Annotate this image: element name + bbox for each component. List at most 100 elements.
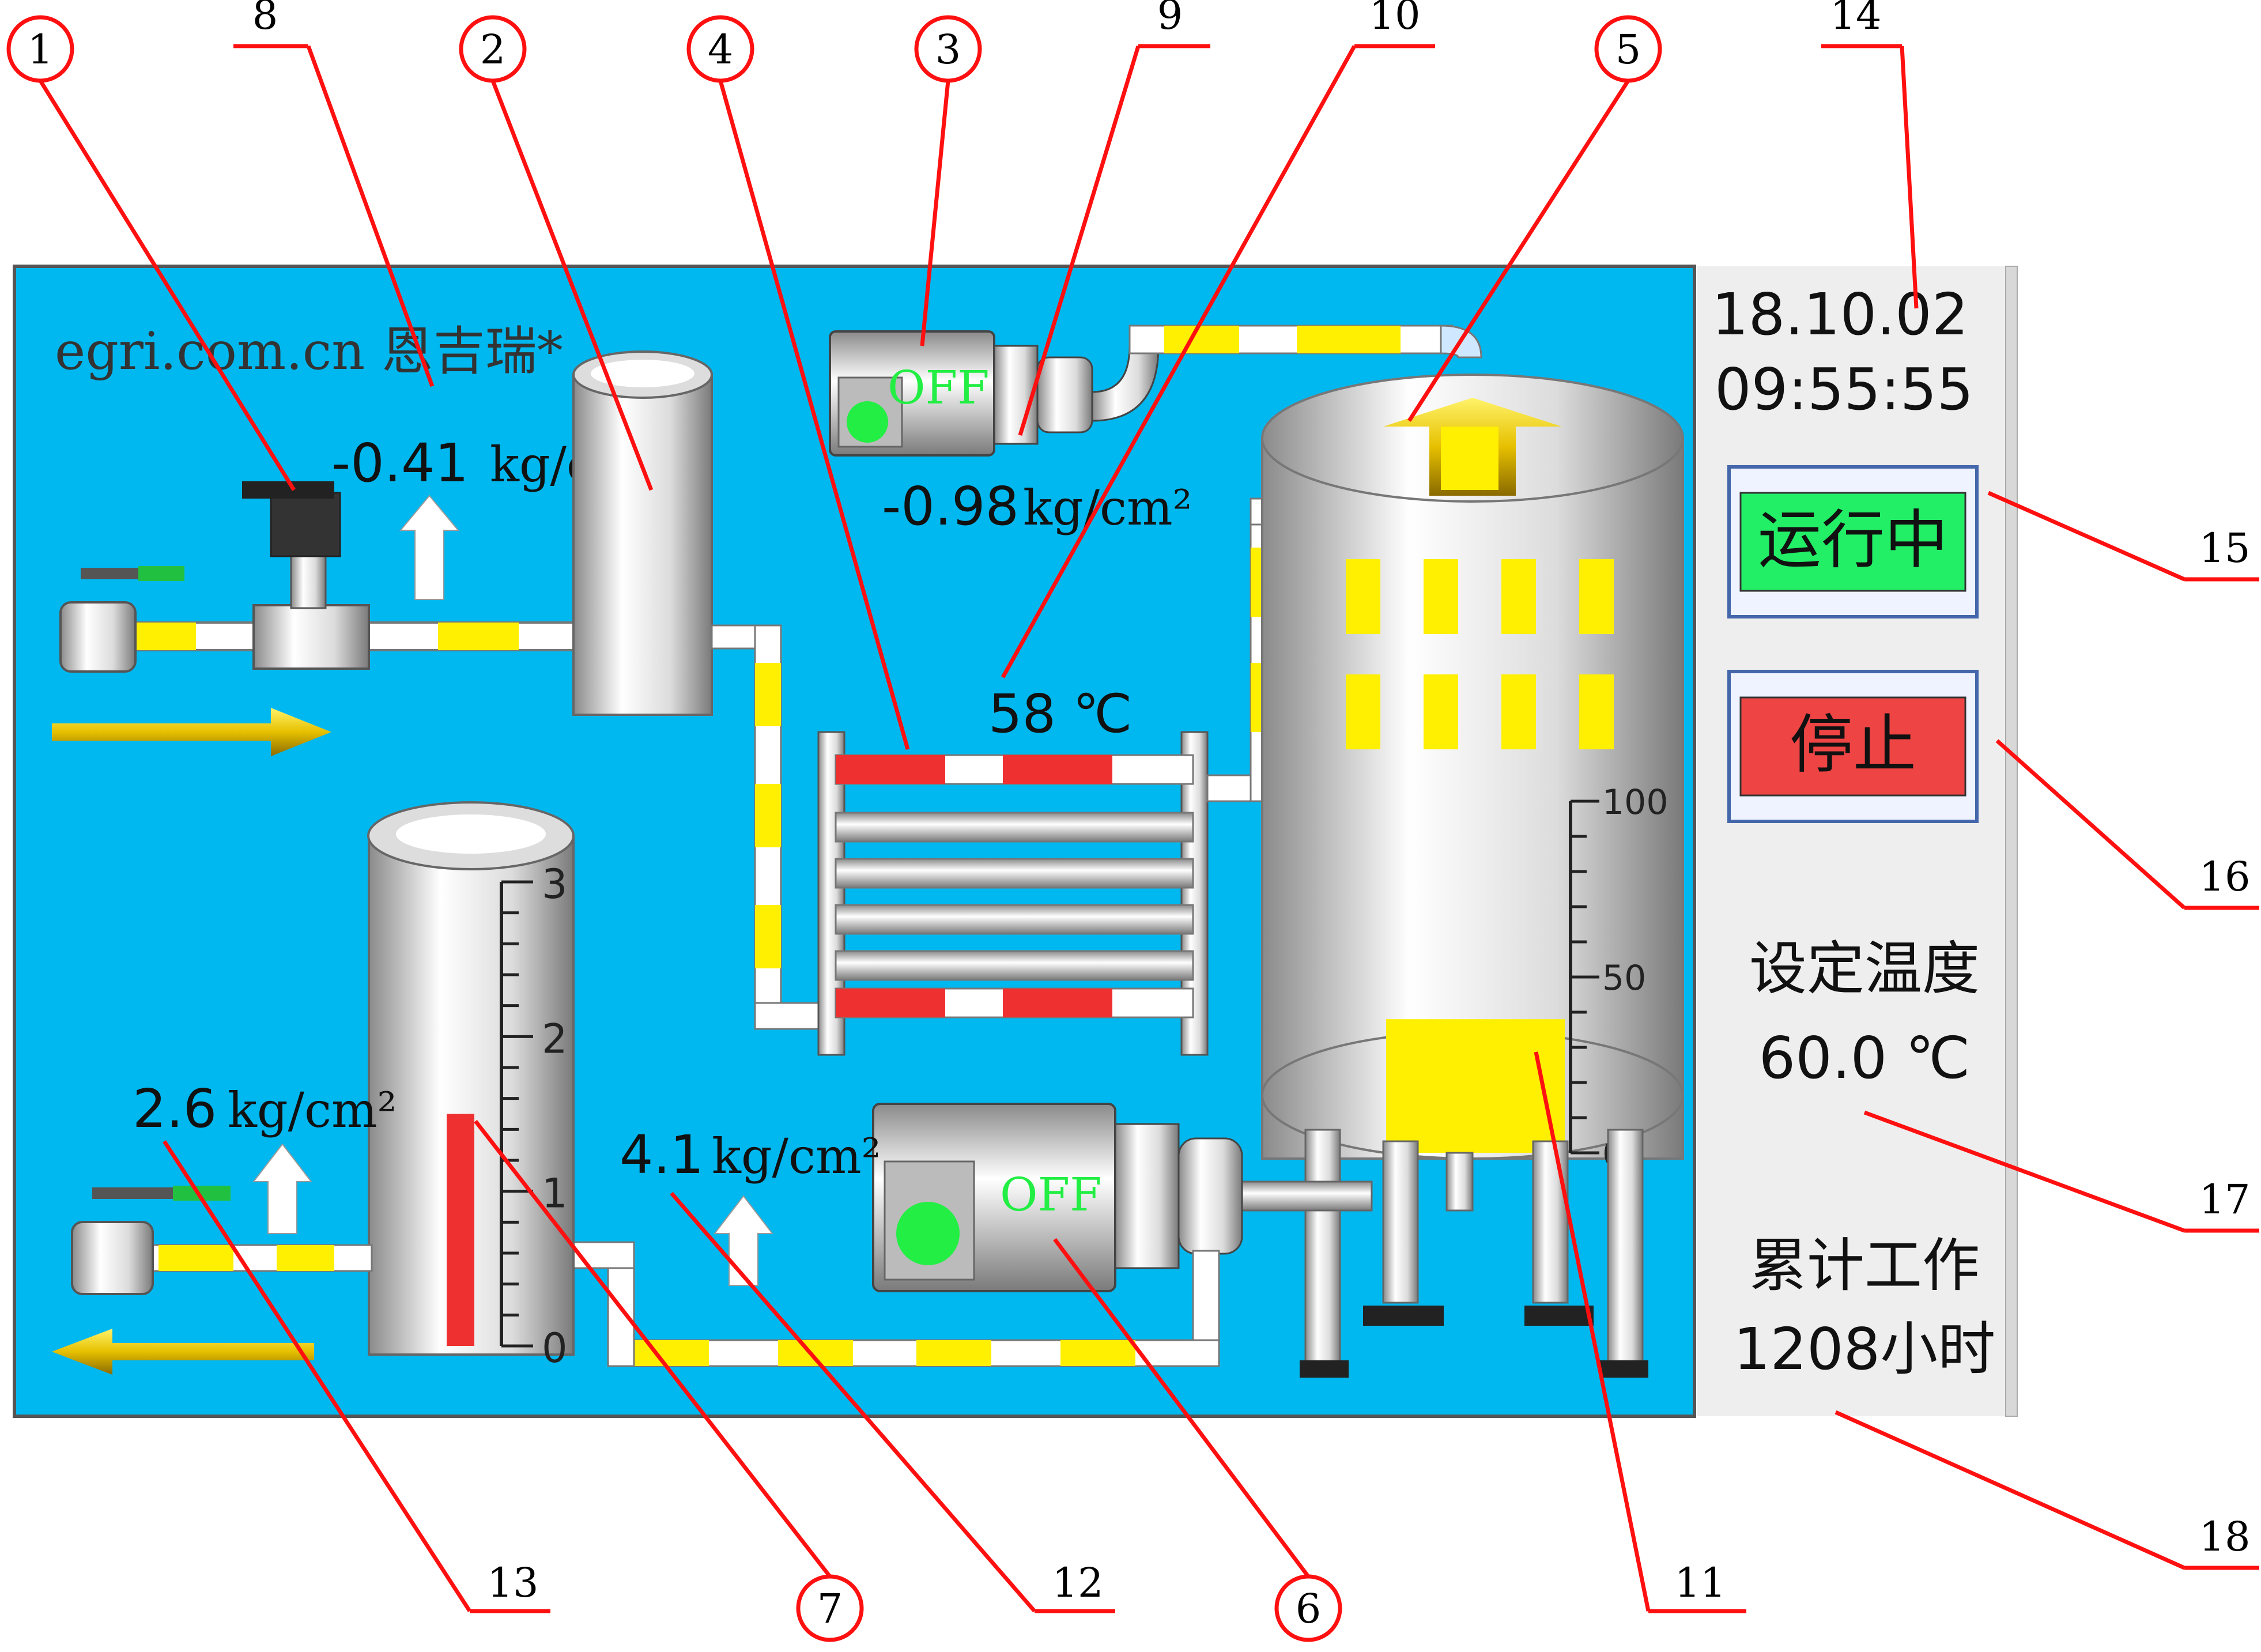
- callout-leader: [1900, 46, 1919, 309]
- inlet-valve-handle-grip: [138, 566, 184, 581]
- outlet-pressure-value: 2.6: [133, 1078, 217, 1140]
- tank-up-arrow-stem: [1441, 427, 1498, 490]
- outlet-up-arrow: [252, 1143, 313, 1234]
- callout-leader: [1987, 491, 2185, 582]
- tank-foot: [1599, 1360, 1648, 1378]
- pipe-band: [277, 1245, 334, 1271]
- callout-number: 15: [2199, 525, 2250, 572]
- pipe-band: [755, 784, 781, 847]
- callout-number: 1: [28, 26, 54, 73]
- callout-leader: [490, 80, 654, 491]
- callout-circle: [6, 15, 74, 83]
- stop-button[interactable]: 停止: [1727, 670, 1979, 823]
- callout-number: 6: [1296, 1585, 1322, 1632]
- tank-leg: [1304, 1129, 1341, 1373]
- callout-number: 5: [1615, 26, 1641, 73]
- vacuum-pump-status-light: [847, 401, 888, 443]
- hx-tube: [835, 858, 1194, 889]
- tank-leg: [1532, 1140, 1569, 1304]
- spray-block: [1346, 674, 1380, 749]
- tank-gauge-label: 50: [1602, 958, 1646, 998]
- pressure-transmitter-head: [270, 492, 341, 557]
- tank-foot: [1363, 1306, 1444, 1326]
- pipe-band: [778, 1340, 853, 1366]
- level-gauge-label: 3: [542, 861, 568, 908]
- level-gauge-label: 2: [542, 1015, 568, 1062]
- callout-number: 16: [2199, 853, 2250, 900]
- callout-number: 14: [1830, 0, 1881, 39]
- side-panel: [1697, 266, 2017, 1416]
- callout-circle: [1274, 1574, 1342, 1642]
- pump-tank-pipe: [1238, 1180, 1373, 1212]
- hx-tube-red: [1003, 755, 1112, 784]
- work-hours-value: 1208小时: [1734, 1315, 1996, 1383]
- level-tank-opening: [396, 814, 546, 854]
- spray-block: [1579, 674, 1614, 749]
- watermark-text: egri.com.cn 恩吉瑞*: [55, 321, 563, 382]
- pump-pressure-value: 4.1: [620, 1124, 704, 1186]
- work-hours-label: 累计工作: [1749, 1232, 1980, 1299]
- callout-number: 3: [935, 26, 961, 73]
- callout-circle: [1594, 15, 1662, 83]
- spray-block: [1424, 674, 1458, 749]
- hx-tube: [835, 812, 1194, 843]
- tank-foot: [1524, 1306, 1594, 1326]
- level-gauge-label: 0: [542, 1325, 568, 1372]
- water-pump-coupling: [1177, 1137, 1243, 1255]
- water-pump-state: OFF: [1000, 1168, 1102, 1221]
- callout-leader: [1835, 1410, 2185, 1570]
- set-temperature-label: 设定温度: [1749, 935, 1980, 1002]
- callout-number: 11: [1674, 1559, 1726, 1606]
- callout-circle: [686, 15, 754, 83]
- vacuum-pump-state: OFF: [888, 361, 990, 414]
- outlet-flow-arrow: [52, 1329, 314, 1375]
- callout-leader: [163, 1140, 471, 1612]
- tank-level-fill: [1386, 1019, 1565, 1153]
- filter-tank: [572, 374, 713, 716]
- callout-number: 4: [708, 26, 734, 73]
- water-pump-flange: [1114, 1123, 1180, 1269]
- callout-number: 2: [480, 26, 506, 73]
- callout-number: 8: [252, 0, 278, 39]
- callout-number: 12: [1052, 1559, 1103, 1606]
- inlet-up-arrow: [399, 495, 460, 600]
- callout-number: 9: [1157, 0, 1183, 39]
- tank-leg: [1382, 1140, 1419, 1304]
- spray-block: [1501, 674, 1536, 749]
- callout-leader: [306, 45, 435, 387]
- pipe-band: [1164, 326, 1239, 353]
- callout-number: 10: [1369, 0, 1420, 39]
- callout-leader: [1407, 80, 1630, 422]
- outlet-valve[interactable]: [71, 1221, 154, 1295]
- inlet-valve[interactable]: [59, 601, 137, 673]
- callout-number: 13: [487, 1559, 538, 1606]
- callout-circle: [459, 15, 527, 83]
- callout-number: 7: [817, 1585, 843, 1632]
- pipe-band: [158, 1245, 233, 1271]
- run-button[interactable]: 运行中: [1727, 465, 1979, 618]
- inlet-pipe-band: [438, 623, 519, 650]
- callout-circle: [914, 15, 982, 83]
- callout-number: 18: [2199, 1513, 2250, 1560]
- filter-tank-opening: [591, 360, 694, 387]
- pump-pressure-unit: kg/cm²: [712, 1128, 881, 1185]
- hx-tube: [835, 904, 1194, 935]
- pressure-transmitter-body: [252, 604, 370, 670]
- inlet-pressure-value: -0.41: [331, 432, 469, 494]
- callout-leader: [1995, 739, 2186, 910]
- inlet-flow-arrow: [52, 708, 331, 756]
- spray-block: [1424, 559, 1458, 634]
- callout-leader: [718, 80, 910, 750]
- scrollbar-track[interactable]: [2005, 266, 2018, 1417]
- callout-leader: [474, 1119, 832, 1578]
- hx-tube-red: [836, 989, 945, 1017]
- callout-leader: [1001, 45, 1357, 678]
- pipe-band: [755, 663, 781, 726]
- pipe-band: [916, 1340, 991, 1366]
- tank-gauge-label: 100: [1602, 782, 1669, 823]
- callout-leader: [1053, 1238, 1310, 1578]
- callout-leader: [1534, 1051, 1651, 1612]
- stop-button-label: 停止: [1790, 708, 1916, 782]
- pressure-transmitter-stem: [290, 552, 327, 609]
